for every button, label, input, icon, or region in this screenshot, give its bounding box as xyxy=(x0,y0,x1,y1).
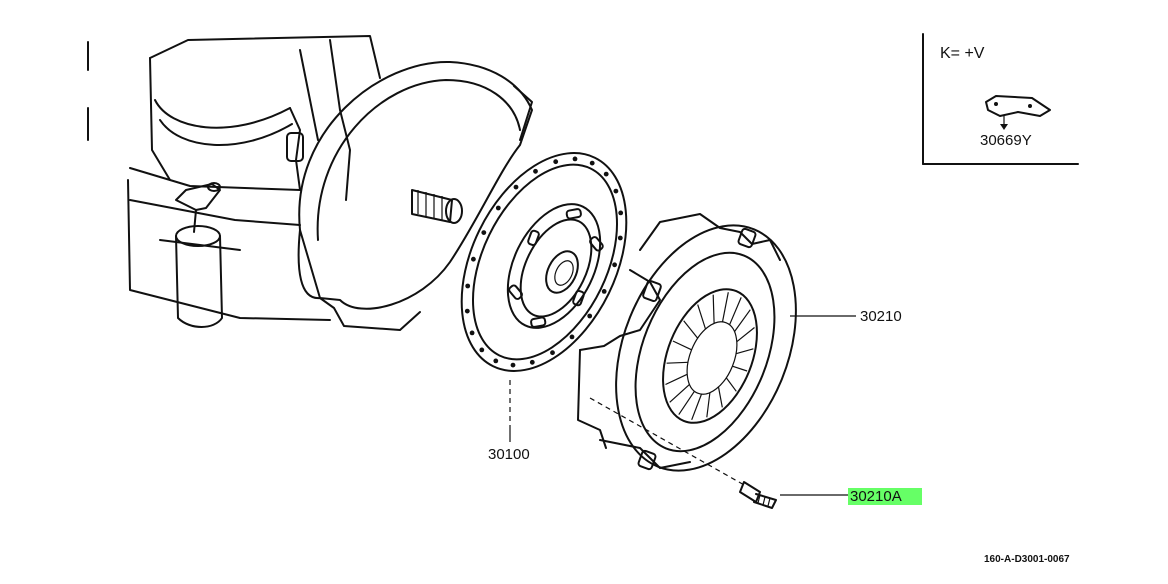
slave-cylinder xyxy=(175,182,223,328)
diaphragm-finger xyxy=(691,393,703,421)
diaphragm-finger xyxy=(734,309,751,332)
rivet xyxy=(618,210,624,216)
rivet xyxy=(617,235,623,241)
clutch-disc xyxy=(460,152,628,430)
rivet xyxy=(533,168,538,174)
part-label-30210A[interactable]: 30210A xyxy=(850,488,902,505)
rivet xyxy=(587,313,593,319)
diaphragm-finger xyxy=(725,377,737,392)
rivet xyxy=(612,262,617,268)
rivet xyxy=(465,283,471,289)
rivet xyxy=(569,334,575,340)
diaphragm-finger xyxy=(706,392,711,418)
damper-spring xyxy=(527,229,540,247)
rivet xyxy=(495,205,501,211)
clutch-cover xyxy=(577,213,797,487)
part-label-30210: 30210 xyxy=(860,308,902,325)
bracket-part xyxy=(985,95,1051,130)
rivet xyxy=(510,362,516,368)
diaphragm-finger xyxy=(669,383,690,403)
damper-spring xyxy=(565,208,582,220)
friction-rivets xyxy=(464,156,624,368)
diaphragm-finger xyxy=(683,320,699,339)
rivet xyxy=(469,330,475,336)
diaphragm-fingers xyxy=(665,292,755,421)
diaphragm-finger xyxy=(697,304,707,330)
rivet xyxy=(601,289,607,294)
diaphragm-finger xyxy=(672,340,692,351)
rivet xyxy=(513,184,519,190)
highlight-30210A xyxy=(848,488,922,505)
rivet xyxy=(471,256,476,262)
bellhousing xyxy=(297,60,533,331)
rivet xyxy=(529,359,535,365)
rivet xyxy=(464,308,470,314)
transmission-illustration xyxy=(87,35,533,331)
rivet xyxy=(479,347,485,353)
leader-lines xyxy=(509,315,856,496)
damper-springs xyxy=(508,208,604,328)
rivet xyxy=(553,159,559,165)
rivet xyxy=(572,156,578,162)
rivet xyxy=(481,230,487,236)
inset-box: K= +V 30669Y xyxy=(922,33,1079,165)
rivet xyxy=(613,188,619,194)
damper-spring xyxy=(530,316,547,328)
diaphragm-finger xyxy=(735,348,754,355)
diagram-code: 160-A-D3001-0067 xyxy=(984,554,1070,565)
damper-spring xyxy=(572,289,585,307)
rivet xyxy=(603,171,609,177)
diaphragm-finger xyxy=(712,294,715,324)
rivet xyxy=(589,160,595,166)
diaphragm-finger xyxy=(729,297,742,325)
part-label-30669Y: 30669Y xyxy=(980,132,1032,149)
diaphragm-finger xyxy=(666,361,689,364)
diaphragm-finger xyxy=(678,390,695,415)
diaphragm-finger xyxy=(665,373,688,386)
part-label-30100: 30100 xyxy=(488,446,530,463)
diaphragm-finger xyxy=(721,292,729,323)
rivet xyxy=(493,358,499,364)
cover-bolt xyxy=(739,481,777,509)
diaphragm-finger xyxy=(717,386,723,408)
diaphragm-finger xyxy=(736,327,755,343)
damper-spring xyxy=(508,284,523,300)
damper-spring xyxy=(589,236,604,252)
diaphragm-finger xyxy=(732,365,748,372)
inset-condition: K= +V xyxy=(940,45,985,62)
rivet xyxy=(550,350,555,356)
